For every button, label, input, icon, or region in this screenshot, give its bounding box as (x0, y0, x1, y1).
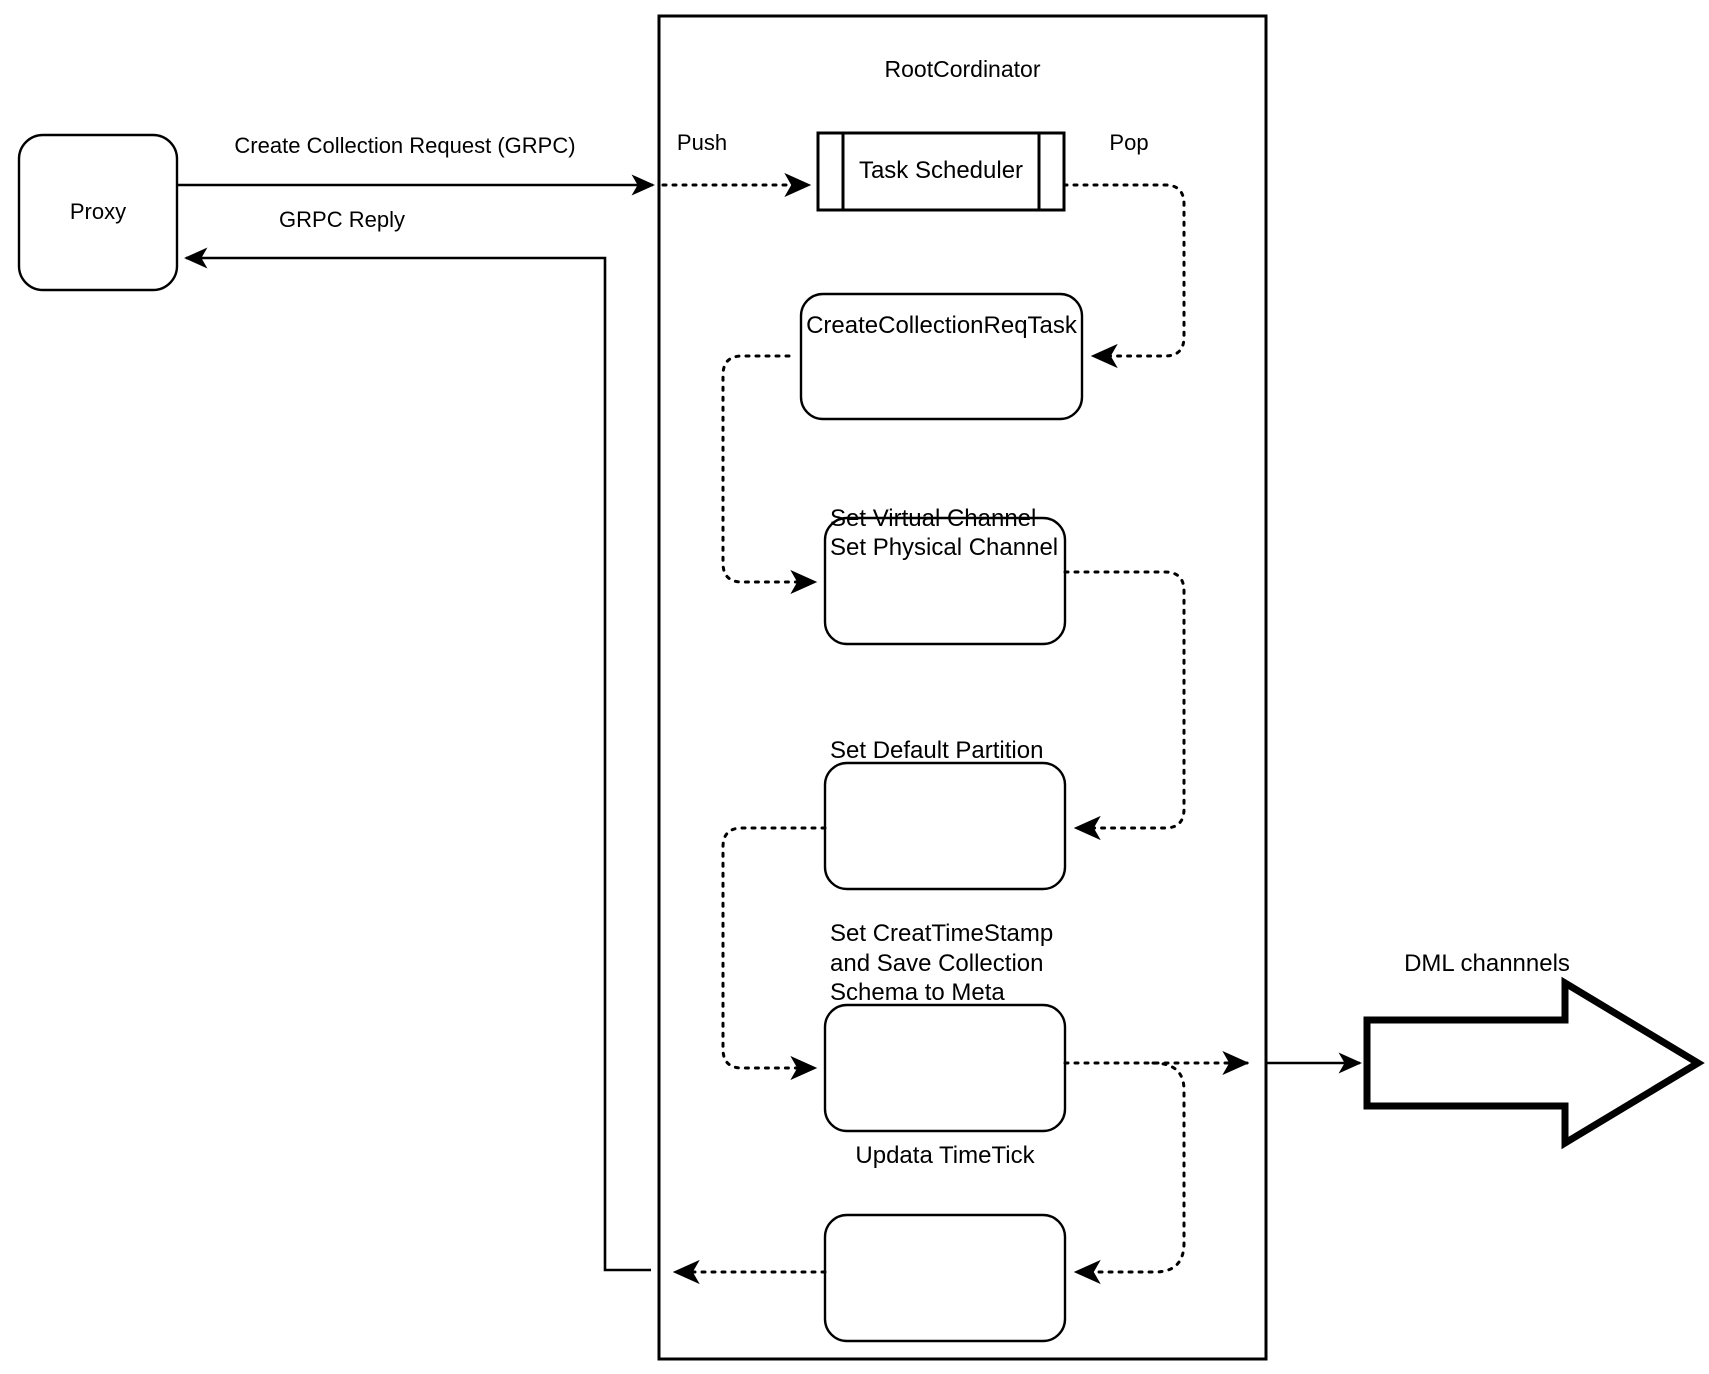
set-timestamp-save-meta-label-line2[interactable]: and Save Collection (830, 950, 1044, 977)
edge-label-pop: Pop (1109, 130, 1149, 155)
dml-channels-label[interactable]: DML channnels (1404, 950, 1570, 977)
set-timestamp-save-meta-label-line3[interactable]: Schema to Meta (830, 979, 1005, 1006)
set-channels-label-line2[interactable]: Set Physical Channel (830, 534, 1059, 561)
task-scheduler-label[interactable]: Task Scheduler (858, 157, 1024, 184)
set-default-partition-shape (823, 761, 1067, 891)
update-timetick-shape (823, 1213, 1067, 1343)
update-timetick-label[interactable]: Updata TimeTick (855, 1142, 1035, 1169)
edge-grpc-reply (184, 247, 651, 1272)
edge-label-push: Push (676, 130, 728, 155)
create-collection-req-task-label[interactable]: CreateCollectionReqTask (806, 312, 1077, 339)
edge-partition-to-timestamp (721, 826, 827, 1081)
set-timestamp-save-meta-shape (823, 1003, 1067, 1133)
set-timestamp-save-meta-label-line1[interactable]: Set CreatTimeStamp (830, 920, 1054, 947)
proxy-node-label[interactable]: Proxy (69, 199, 127, 224)
edge-task-to-channels (721, 354, 818, 595)
set-channels-label-line1[interactable]: Set Virtual Channel (830, 505, 1037, 532)
dml-channels-shape (1363, 976, 1705, 1150)
root-coordinator-label: RootCordinator (884, 56, 1041, 82)
edge-timestamp-to-timetick (1073, 1061, 1186, 1285)
set-default-partition-label[interactable]: Set Default Partition (830, 737, 1044, 764)
edge-channels-to-partition (1063, 570, 1186, 841)
edge-label-grpc-reply: GRPC Reply (279, 207, 405, 232)
edge-label-create-collection-request: Create Collection Request (GRPC) (234, 133, 576, 158)
